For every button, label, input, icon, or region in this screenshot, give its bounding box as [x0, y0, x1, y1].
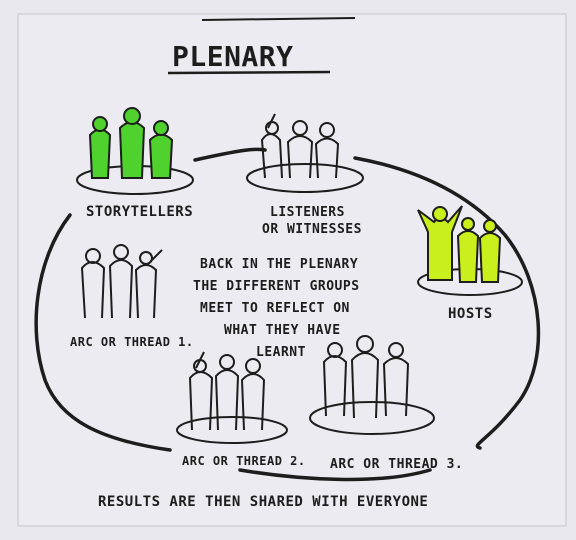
- ground-ring: [309, 401, 435, 435]
- top-line: [201, 17, 356, 21]
- figure-head: [327, 342, 343, 358]
- figure-head: [193, 359, 207, 373]
- group-listeners: LISTENERS OR WITNESSES: [246, 113, 364, 237]
- storyteller-figures: [88, 107, 174, 179]
- figure-head: [483, 219, 497, 233]
- center-text: BACK IN THE PLENARY THE DIFFERENT GROUPS…: [193, 257, 360, 360]
- figure-head: [92, 116, 108, 132]
- plenary-loop: [34, 147, 541, 482]
- figure-arm: [267, 113, 276, 129]
- center-line-4: WHAT THEY HAVE: [224, 323, 341, 338]
- figure-head: [292, 120, 308, 136]
- figure-head: [356, 335, 374, 353]
- figure: [88, 128, 112, 179]
- figure-head: [85, 248, 101, 264]
- page-title: PLENARY: [172, 40, 294, 73]
- figure-head: [265, 121, 279, 135]
- figure-head: [461, 217, 475, 231]
- listener-figures: [260, 113, 340, 179]
- ground-ring: [246, 163, 364, 193]
- label-arc-3: ARC OR THREAD 3.: [330, 457, 463, 472]
- label-arc-2: ARC OR THREAD 2.: [182, 454, 306, 468]
- figure: [118, 121, 146, 179]
- center-line-1: BACK IN THE PLENARY: [200, 257, 358, 272]
- figure-head: [113, 244, 129, 260]
- center-line-2: THE DIFFERENT GROUPS: [193, 279, 360, 294]
- figure-head: [319, 122, 335, 138]
- figure-head: [123, 107, 141, 125]
- figure-head: [245, 358, 261, 374]
- label-hosts: HOSTS: [448, 306, 493, 322]
- label-arc-1: ARC OR THREAD 1.: [70, 335, 194, 349]
- figure-head: [388, 342, 404, 358]
- arc1-figures: [80, 244, 163, 319]
- group-arc-3: ARC OR THREAD 3.: [309, 335, 463, 472]
- label-listeners: LISTENERS: [270, 205, 345, 220]
- label-storytellers: STORYTELLERS: [86, 204, 193, 220]
- footer-text: RESULTS ARE THEN SHARED WITH EVERYONE: [98, 494, 428, 510]
- figure: [314, 137, 340, 179]
- center-line-3: MEET TO REFLECT ON: [200, 301, 350, 316]
- ground-ring: [176, 416, 288, 444]
- figure-head: [219, 354, 235, 370]
- figure-head: [153, 120, 169, 136]
- group-arc-1: ARC OR THREAD 1.: [70, 244, 194, 349]
- group-storytellers: STORYTELLERS: [76, 107, 194, 220]
- figure: [148, 133, 174, 179]
- host-figures: [417, 205, 502, 283]
- center-line-5: LEARNT: [256, 345, 306, 360]
- group-arc-2: ARC OR THREAD 2.: [176, 351, 306, 468]
- title-underline: [167, 70, 331, 75]
- figure: [456, 230, 480, 283]
- group-hosts: HOSTS: [417, 205, 523, 322]
- figure-head: [139, 251, 153, 265]
- figure: [478, 232, 502, 283]
- arc2-figures: [188, 351, 266, 431]
- label-witnesses: OR WITNESSES: [262, 222, 362, 237]
- arc3-figures: [322, 335, 410, 419]
- figure-head: [432, 206, 448, 222]
